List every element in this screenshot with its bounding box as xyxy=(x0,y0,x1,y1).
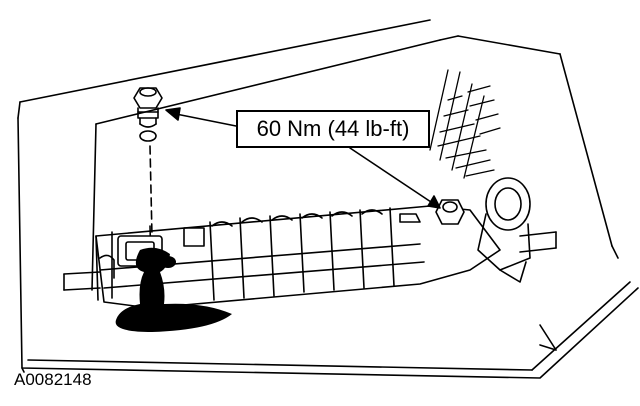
leader-line-installed xyxy=(349,147,435,205)
leader-line-plug xyxy=(175,113,237,127)
tank-pipes xyxy=(63,231,557,291)
coolant-puddle xyxy=(115,247,232,332)
alignment-line xyxy=(149,145,153,237)
o-ring xyxy=(139,130,157,142)
leader-arrow-plug xyxy=(165,107,181,121)
figure-id: A0082148 xyxy=(14,370,92,389)
tray-outline xyxy=(17,19,639,379)
installed-drain-plug xyxy=(399,199,465,225)
radiator-fins xyxy=(429,69,501,179)
torque-callout: 60 Nm (44 lb-ft) xyxy=(236,110,430,148)
drain-plug xyxy=(133,87,163,128)
leader-arrow-installed xyxy=(427,195,441,209)
filler-neck xyxy=(477,177,531,283)
torque-label: 60 Nm (44 lb-ft) xyxy=(256,116,410,141)
